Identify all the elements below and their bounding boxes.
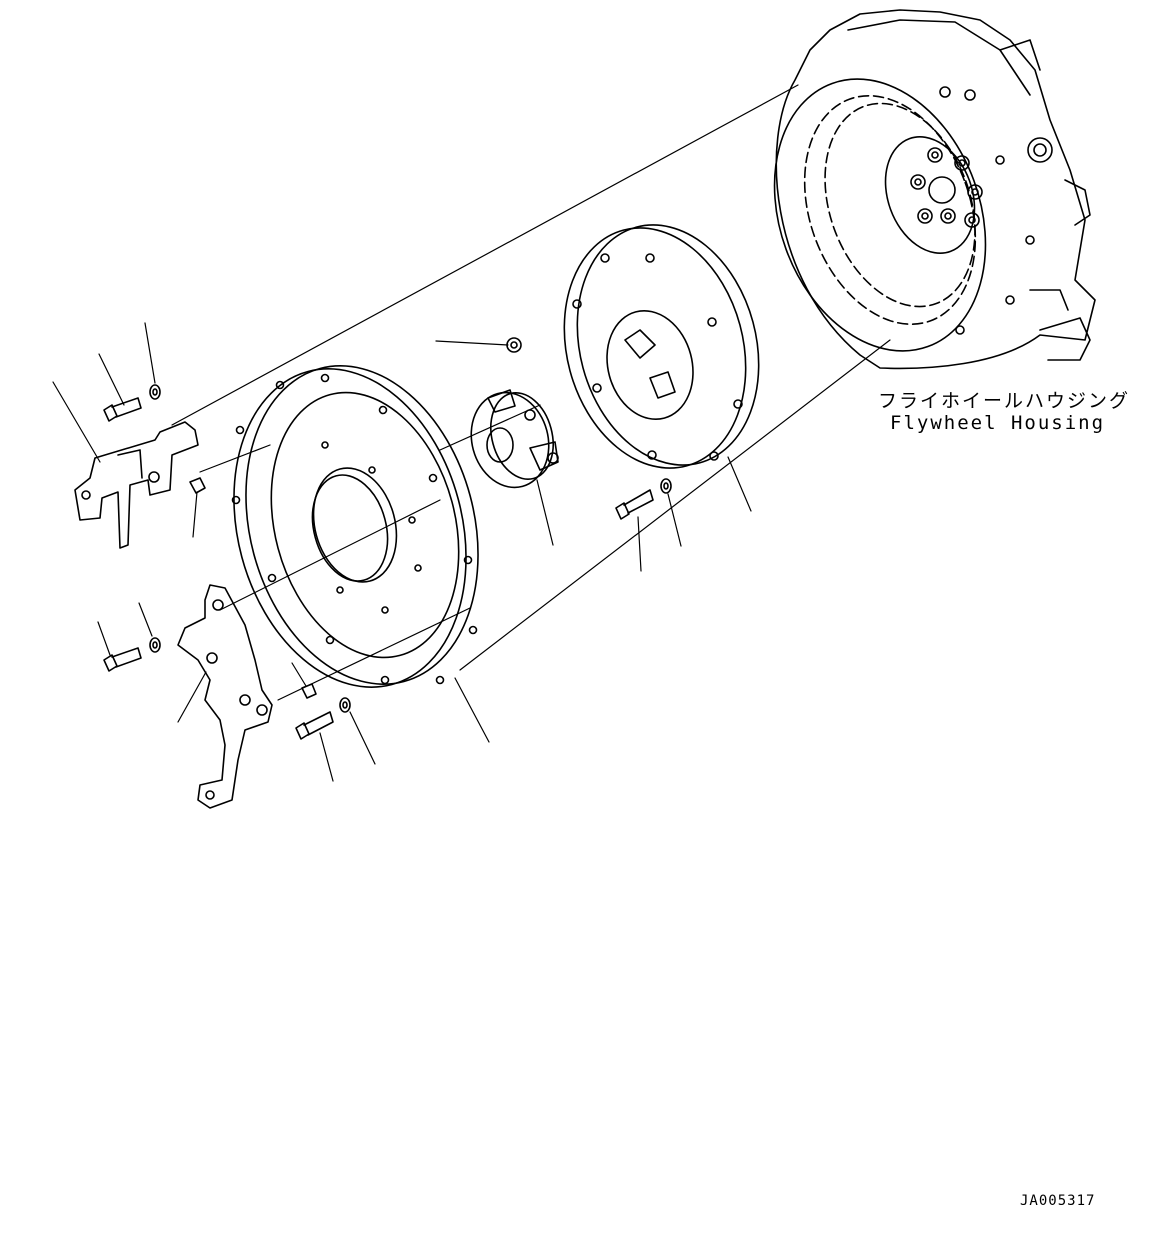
coupling-plate — [563, 224, 760, 469]
bolt-icon — [615, 489, 654, 520]
hub — [470, 389, 559, 489]
washer-icon — [339, 697, 351, 713]
washer-icon — [149, 637, 161, 653]
plug-icon — [189, 477, 206, 494]
leader-lines — [52, 322, 752, 782]
housing-label-japanese: フライホイールハウジング — [878, 390, 1131, 412]
upper-bracket — [74, 421, 199, 549]
bolt-icon — [295, 711, 334, 740]
lower-bracket — [177, 584, 273, 809]
nut-icon — [506, 337, 522, 353]
housing-label-english: Flywheel Housing — [890, 412, 1106, 434]
washer-icon — [149, 384, 161, 400]
plug-icon — [301, 683, 317, 699]
flywheel-housing — [773, 9, 1096, 370]
assembly-lines — [171, 84, 891, 701]
drawing-code: JA005317 — [1020, 1193, 1096, 1209]
washer-icon — [660, 478, 672, 494]
bolt-icon — [103, 647, 142, 672]
flywheel-cover — [231, 365, 479, 688]
bolt-icon — [103, 397, 142, 422]
